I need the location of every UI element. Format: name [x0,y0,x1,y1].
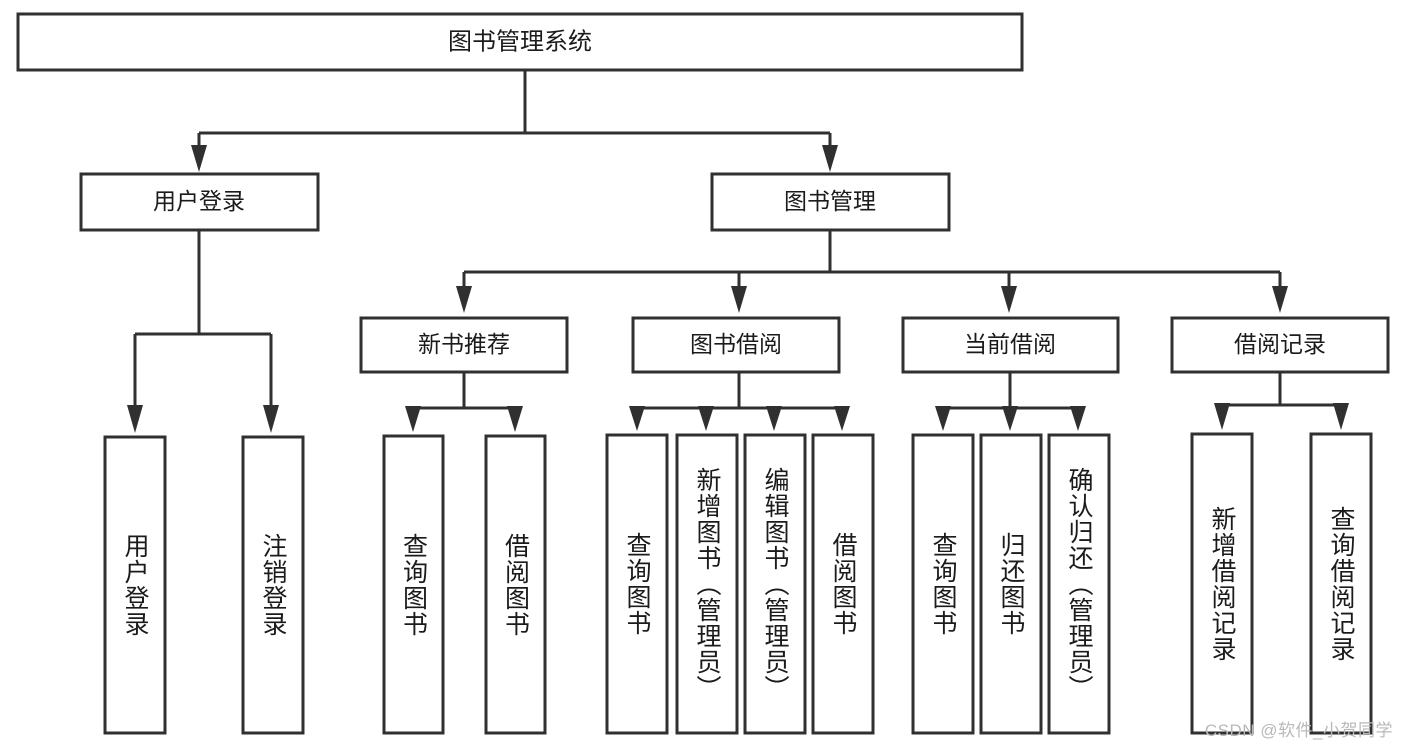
arrowhead-current-borrow [1001,286,1017,313]
leaf-box-current-borrow-2[interactable] [979,433,1043,735]
leaf-box-book-borrow-3[interactable] [743,433,807,735]
arrowhead-borrow-record-leaf2 [1333,403,1349,430]
arrowhead-new-book-recommend [456,286,472,313]
arrowhead-user-login [191,145,207,172]
arrowhead-book-borrow-leaf4 [834,406,850,431]
arrowhead-book-borrow-leaf3 [766,406,782,431]
arrowhead-current-borrow-leaf2 [1002,406,1018,431]
leaf-box-current-borrow-1[interactable] [911,433,975,735]
arrowhead-current-borrow-leaf3 [1070,406,1086,431]
leaf-box-new-book-1[interactable] [382,434,445,735]
node-user-login[interactable]: 用户登录 [79,172,320,232]
arrowhead-book-borrow-leaf1 [629,406,645,431]
node-new-book-recommend-box [359,316,569,374]
arrowhead-user-login-leaf2 [263,405,279,433]
node-book-management[interactable]: 图书管理 [710,172,951,232]
node-book-borrow-label: 图书借阅 [690,331,782,357]
arrowhead-new-book-leaf2 [507,406,523,432]
node-borrow-record-box [1170,316,1390,374]
node-borrow-record-label: 借阅记录 [1234,331,1326,357]
leaf-box-borrow-record-2[interactable] [1309,432,1373,735]
arrowhead-book-borrow [731,286,747,313]
node-book-borrow[interactable]: 图书借阅 [631,316,841,374]
leaf-box-user-login-2[interactable] [241,435,305,735]
leaf-box-book-borrow-1[interactable] [605,433,669,735]
leaf-box-user-login-1[interactable] [103,435,167,735]
node-root-box [16,12,1024,72]
node-new-book-recommend-label: 新书推荐 [418,331,510,357]
leaf-box-book-borrow-4[interactable] [811,433,875,735]
node-book-management-box [710,172,951,232]
arrowhead-new-book-leaf1 [405,406,421,432]
csdn-watermark: CSDN @软件_小贺同学 [1204,721,1393,740]
arrowhead-borrow-record-leaf1 [1214,403,1230,430]
arrowhead-borrow-record [1272,286,1288,313]
node-book-management-label: 图书管理 [784,188,876,214]
arrowhead-current-borrow-leaf1 [935,406,951,431]
leaf-box-new-book-2[interactable] [484,434,547,735]
node-current-borrow-label: 当前借阅 [964,331,1056,357]
node-current-borrow[interactable]: 当前借阅 [901,316,1120,374]
node-root-book-management-system[interactable]: 图书管理系统 [16,12,1024,72]
leaf-box-current-borrow-3[interactable] [1047,433,1111,735]
leaf-box-borrow-record-1[interactable] [1190,432,1254,735]
leaf-box-book-borrow-2[interactable] [675,433,739,735]
node-current-borrow-box [901,316,1120,374]
node-new-book-recommend[interactable]: 新书推荐 [359,316,569,374]
arrowhead-user-login-leaf1 [127,405,143,433]
node-root-label: 图书管理系统 [448,28,592,55]
node-book-borrow-box [631,316,841,374]
arrowhead-book-borrow-leaf2 [698,406,714,431]
node-user-login-label: 用户登录 [153,188,245,214]
node-borrow-record[interactable]: 借阅记录 [1170,316,1390,374]
arrowhead-book-management [822,145,838,172]
